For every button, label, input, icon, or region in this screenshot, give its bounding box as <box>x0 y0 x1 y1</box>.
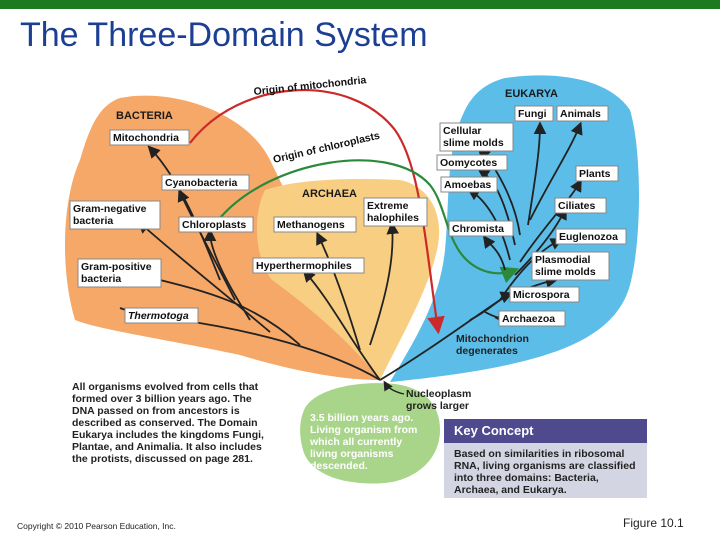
group-microspora: Microspora <box>513 289 570 301</box>
group-cellular-slime-molds-line1: Cellular <box>443 125 482 137</box>
group-euglenozoa: Euglenozoa <box>559 231 618 243</box>
nucleoplasm-line1: Nucleoplasm <box>406 388 471 400</box>
mitochondrion-degenerates-line2: degenerates <box>456 345 518 357</box>
origin-region <box>300 383 440 484</box>
group-chromista: Chromista <box>452 223 504 235</box>
group-gram-positive-line2: bacteria <box>81 273 121 285</box>
domain-label-bacteria: BACTERIA <box>116 110 173 122</box>
description-line: DNA passed on from ancestors is <box>72 405 240 417</box>
key-concept-text: Based on similarities in ribosomal RNA, … <box>454 448 636 496</box>
origin-line: 3.5 billion years ago. <box>310 412 413 424</box>
group-extreme-halophiles-line1: Extreme <box>367 200 409 212</box>
description-line: described as conserved. The Domain <box>72 417 258 429</box>
origin-line: which all currently <box>309 436 402 448</box>
group-amoebas: Amoebas <box>444 179 491 191</box>
description-line: Plantae, and Animalia. It also includes <box>72 441 262 453</box>
description-line: Eukarya includes the kingdoms Fungi, <box>72 429 264 441</box>
group-plants: Plants <box>579 168 611 180</box>
group-gram-positive-line1: Gram-positive <box>81 261 152 273</box>
page-title: The Three-Domain System <box>20 16 428 54</box>
top-accent-bar <box>0 0 720 9</box>
domain-label-archaea: ARCHAEA <box>302 188 357 200</box>
key-concept-title: Key Concept <box>454 423 534 438</box>
group-gram-negative-line1: Gram-negative <box>73 203 147 215</box>
group-fungi: Fungi <box>518 108 547 120</box>
description-line: All organisms evolved from cells that <box>72 381 259 393</box>
origin-line: living organisms <box>310 448 394 460</box>
description-paragraph: All organisms evolved from cells that fo… <box>72 381 264 465</box>
key-concept-box: Key Concept Based on similarities in rib… <box>444 419 647 498</box>
group-chloroplasts: Chloroplasts <box>182 219 246 231</box>
group-mitochondria: Mitochondria <box>113 132 179 144</box>
group-archaezoa: Archaezoa <box>502 313 555 325</box>
group-hyperthermophiles: Hyperthermophiles <box>256 260 352 272</box>
group-plasmodial-slime-molds-line2: slime molds <box>535 266 596 278</box>
group-gram-negative-line2: bacteria <box>73 215 113 227</box>
key-concept-header: Key Concept <box>444 419 647 443</box>
copyright-notice: Copyright © 2010 Pearson Education, Inc. <box>17 521 176 531</box>
origin-line: Living organism from <box>310 424 417 436</box>
origin-text: 3.5 billion years ago. Living organism f… <box>309 412 417 472</box>
group-cellular-slime-molds-line2: slime molds <box>443 137 504 149</box>
description-line: the protists, discussed on page 281. <box>72 453 253 465</box>
origin-mitochondria-label: Origin of mitochondria <box>253 74 367 98</box>
chloroplast-origin-arrow <box>219 159 520 284</box>
group-ciliates: Ciliates <box>558 200 596 212</box>
group-animals: Animals <box>560 108 601 120</box>
description-line: formed over 3 billion years ago. The <box>72 393 252 405</box>
group-extreme-halophiles-line2: halophiles <box>367 212 419 224</box>
mitochondrion-degenerates-line1: Mitochondrion <box>456 333 529 345</box>
figure-number: Figure 10.1 <box>623 516 684 530</box>
origin-line: descended. <box>310 460 368 472</box>
domain-label-eukarya: EUKARYA <box>505 88 558 100</box>
group-thermotoga: Thermotoga <box>128 310 189 322</box>
eukarya-region <box>390 75 639 382</box>
group-cyanobacteria: Cyanobacteria <box>165 177 238 189</box>
nucleoplasm-line2: grows larger <box>406 400 469 412</box>
group-plasmodial-slime-molds-line1: Plasmodial <box>535 254 591 266</box>
group-oomycotes: Oomycotes <box>440 157 497 169</box>
mitochondria-origin-arrow <box>189 89 445 335</box>
group-methanogens: Methanogens <box>277 219 345 231</box>
